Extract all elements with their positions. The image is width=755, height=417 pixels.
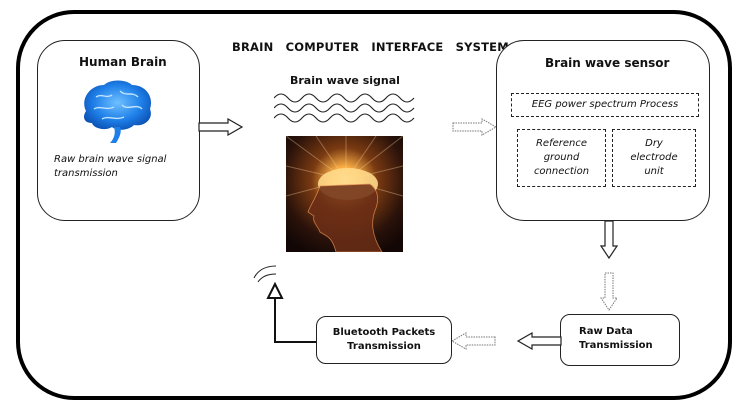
dotted-arrow-down <box>600 272 618 311</box>
glowing-head-image <box>286 136 403 252</box>
eeg-process-label: EEG power spectrum Process <box>531 99 679 110</box>
dry-line1: Dry <box>645 138 663 149</box>
raw-data-line2: Transmission <box>579 340 653 351</box>
diagram-title: BRAIN COMPUTER INTERFACE SYSTEM <box>232 40 509 54</box>
dotted-arrow-right <box>452 118 498 136</box>
human-brain-box: Human Brain Raw brain wave signal transm… <box>37 40 200 221</box>
hollow-arrow-down <box>600 220 618 260</box>
antenna-icon <box>253 265 316 343</box>
system-boundary <box>16 10 732 400</box>
reference-line2: ground <box>543 152 580 163</box>
sensor-heading: Brain wave sensor <box>545 56 670 70</box>
brain-wave-signal-label: Brain wave signal <box>290 74 400 87</box>
wave-icon <box>274 93 415 123</box>
human-brain-heading: Human Brain <box>79 55 167 69</box>
raw-data-line1: Raw Data <box>579 326 633 337</box>
bluetooth-box: Bluetooth Packets Transmission <box>316 316 452 364</box>
bluetooth-line2: Transmission <box>347 341 421 352</box>
human-brain-caption-line1: Raw brain wave signal <box>54 154 167 165</box>
dry-line2: electrode <box>630 152 678 163</box>
reference-ground-block: Reference ground connection <box>517 129 606 187</box>
brain-icon <box>84 80 152 143</box>
eeg-process-block: EEG power spectrum Process <box>511 93 699 117</box>
hollow-arrow-left <box>516 332 562 350</box>
brain-wave-sensor-box: Brain wave sensor EEG power spectrum Pro… <box>496 40 710 221</box>
hollow-arrow-right <box>198 118 244 136</box>
dry-electrode-block: Dry electrode unit <box>612 129 696 187</box>
dotted-arrow-left <box>450 332 496 350</box>
dry-line3: unit <box>644 166 664 177</box>
reference-line3: connection <box>533 166 590 177</box>
bluetooth-line1: Bluetooth Packets <box>332 327 436 338</box>
raw-data-box: Raw Data Transmission <box>560 314 680 366</box>
human-brain-caption-line2: transmission <box>54 168 118 179</box>
reference-line1: Reference <box>535 138 588 149</box>
